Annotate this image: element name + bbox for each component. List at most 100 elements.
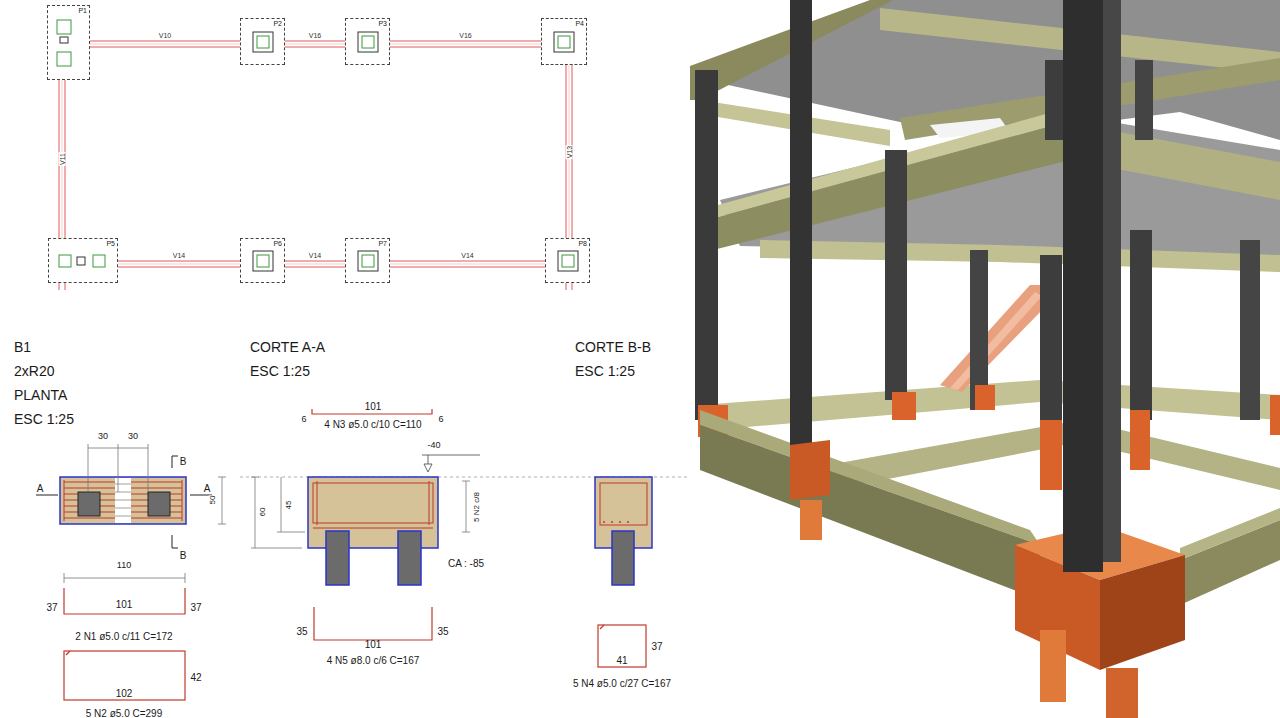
beam-line <box>566 65 572 238</box>
structure-render <box>1130 230 1152 420</box>
beam-extension <box>566 283 567 290</box>
beam-label: V16 <box>458 32 472 39</box>
pillar-box: P5 <box>48 238 118 283</box>
beam-extension <box>65 283 66 290</box>
pillar-outline <box>253 32 273 52</box>
pile-cap-section <box>313 483 433 523</box>
dimension-line <box>185 573 186 583</box>
pile-cap-plan <box>60 477 186 524</box>
pile-cap-section <box>600 483 647 525</box>
drawing-text: 102 <box>116 688 133 699</box>
dimension-line <box>462 532 470 533</box>
drawing-text: B1 <box>14 340 31 355</box>
drawing-text: 50 <box>209 496 218 505</box>
beam-extension <box>59 283 60 290</box>
structure-render <box>892 392 916 420</box>
pile-cap-section <box>619 521 621 523</box>
drawing-text: 110 <box>117 561 131 571</box>
drawing-text: 35 <box>437 626 448 637</box>
pillar-outline <box>362 255 374 267</box>
structure-render <box>1106 668 1138 718</box>
section-mark <box>172 535 178 548</box>
pile-cap-section <box>603 521 629 523</box>
rebar-shape <box>600 625 604 629</box>
pillar-symbol <box>48 6 89 79</box>
pile-cap-plan <box>115 492 131 493</box>
drawing-text: 101 <box>116 599 133 610</box>
pile-cap-section <box>326 531 349 585</box>
beam-label: V10 <box>158 32 172 39</box>
drawing-text: 37 <box>46 602 57 613</box>
dimension-line <box>64 573 65 583</box>
pile-cap-section <box>611 521 613 523</box>
pillar-label: P8 <box>578 240 587 247</box>
dimension-line <box>218 477 226 478</box>
drawing-text: 37 <box>190 602 201 613</box>
structure-render <box>1180 508 1280 560</box>
section-mark <box>36 456 212 548</box>
structure-render <box>1040 420 1062 490</box>
drawing-text: 30 <box>128 432 138 442</box>
structure-render <box>790 440 830 500</box>
structure-render <box>1040 255 1062 445</box>
beam-edge <box>390 47 541 48</box>
beam-label: V14 <box>308 252 322 259</box>
dimension-line <box>222 477 223 524</box>
dimension-line <box>118 444 119 492</box>
structure-render <box>800 500 822 540</box>
pillar-box: P6 <box>240 238 285 283</box>
structure-render <box>1045 60 1065 140</box>
beam-line <box>90 41 240 47</box>
drawing-text: B <box>180 456 187 467</box>
pillar-box: P2 <box>240 18 285 65</box>
pillar-outline <box>253 251 273 271</box>
pillar-label: P4 <box>575 20 584 27</box>
beam-edge <box>285 41 345 42</box>
pillar-outline <box>59 255 71 267</box>
drawing-text: 6 <box>438 415 443 425</box>
rebar-shape <box>64 588 185 614</box>
beam-edge <box>118 264 240 265</box>
beam-label: V13 <box>566 144 573 158</box>
drawing-text: ESC 1:25 <box>14 412 74 427</box>
beam-edge <box>285 264 345 265</box>
drawing-text: CORTE B-B <box>575 340 651 355</box>
section-mark <box>36 495 58 496</box>
pile-cap-section <box>313 481 433 528</box>
beam-line <box>285 41 345 47</box>
structure-render <box>1240 240 1260 420</box>
structure-render <box>790 0 812 470</box>
rebar-shape <box>314 607 432 640</box>
pile-cap-section <box>612 531 634 585</box>
pillar-outline <box>257 255 269 267</box>
rebar-shape <box>66 651 70 655</box>
drawing-text: 6 <box>301 415 306 425</box>
pillar-box: P8 <box>545 238 590 283</box>
pile-cap-section <box>627 521 629 523</box>
beam-edge <box>90 47 240 48</box>
pile-cap-plan <box>60 477 186 524</box>
dimension-line <box>255 477 256 548</box>
dimension-line <box>64 444 226 583</box>
dimension-line <box>218 524 226 525</box>
pillar-label: P5 <box>106 240 115 247</box>
beam-extension <box>59 283 572 290</box>
pile-cap-plan <box>78 492 100 516</box>
beam-line <box>390 261 545 267</box>
beam-edge <box>118 261 240 262</box>
dimension-line <box>88 444 89 492</box>
structure-render <box>1135 60 1153 140</box>
dimension-line <box>277 532 305 533</box>
beam-edge <box>285 44 345 45</box>
drawing-text: 41 <box>616 655 627 666</box>
drawing-text: PLANTA <box>14 388 67 403</box>
structure-render <box>1103 0 1121 562</box>
structure-render <box>1100 555 1185 670</box>
beam-label: V14 <box>460 252 474 259</box>
pile-cap-plan <box>115 484 131 516</box>
pillar-label: P1 <box>78 7 87 14</box>
drawing-text: 60 <box>259 508 268 517</box>
rebar-shape <box>598 625 646 667</box>
pile-cap-plan <box>182 480 183 521</box>
